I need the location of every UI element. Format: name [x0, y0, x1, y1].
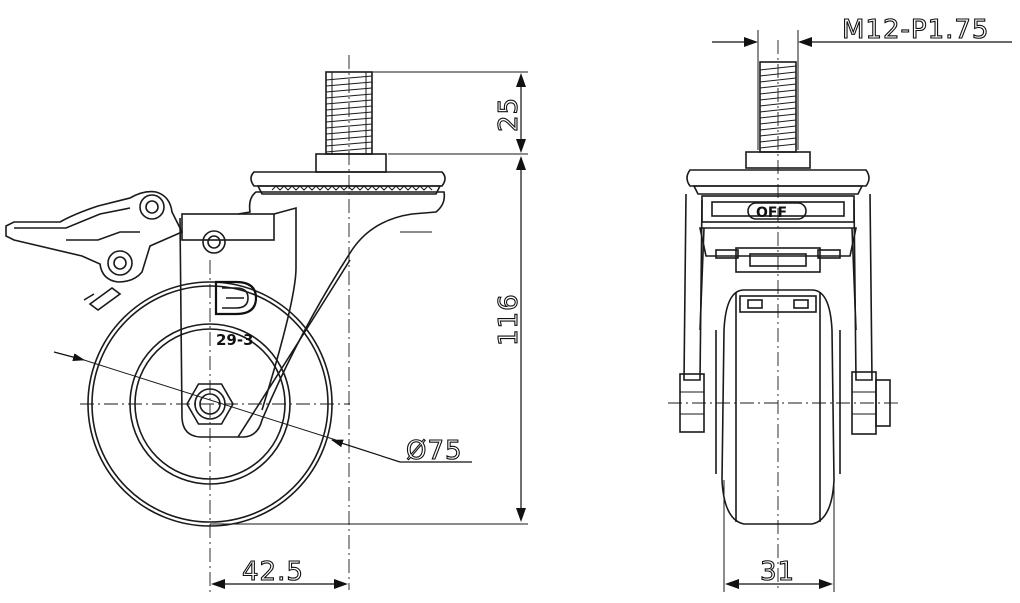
brake-indicator	[747, 202, 807, 220]
width-dimension	[723, 480, 835, 592]
fork-hole	[202, 230, 226, 254]
stem-length-label: 25	[494, 97, 524, 132]
wheel-diameter-label: Ø75	[406, 436, 463, 466]
brand-logo	[214, 280, 258, 316]
brake-lever	[5, 190, 184, 311]
diameter-dimension	[53, 351, 472, 463]
front-top-plate	[686, 169, 870, 195]
offset-dimension	[211, 579, 348, 589]
height-label: 116	[494, 293, 524, 346]
front-wheel	[715, 289, 841, 525]
offset-label: 42.5	[242, 557, 304, 587]
brake-off-label: OFF	[756, 205, 787, 221]
thread-dimension	[712, 30, 1012, 150]
model-code: 29-3	[216, 331, 254, 349]
thread-spec-label: M12-P1.75	[842, 15, 989, 45]
side-view: 29-3 Ø75 116 25	[5, 55, 528, 592]
front-view: M12-P1.75 OFF	[668, 14, 1012, 592]
height-dimension	[210, 71, 528, 525]
stem-dimension	[516, 73, 526, 153]
wheel-width-label: 31	[760, 557, 795, 587]
side-top-plate	[250, 153, 446, 195]
